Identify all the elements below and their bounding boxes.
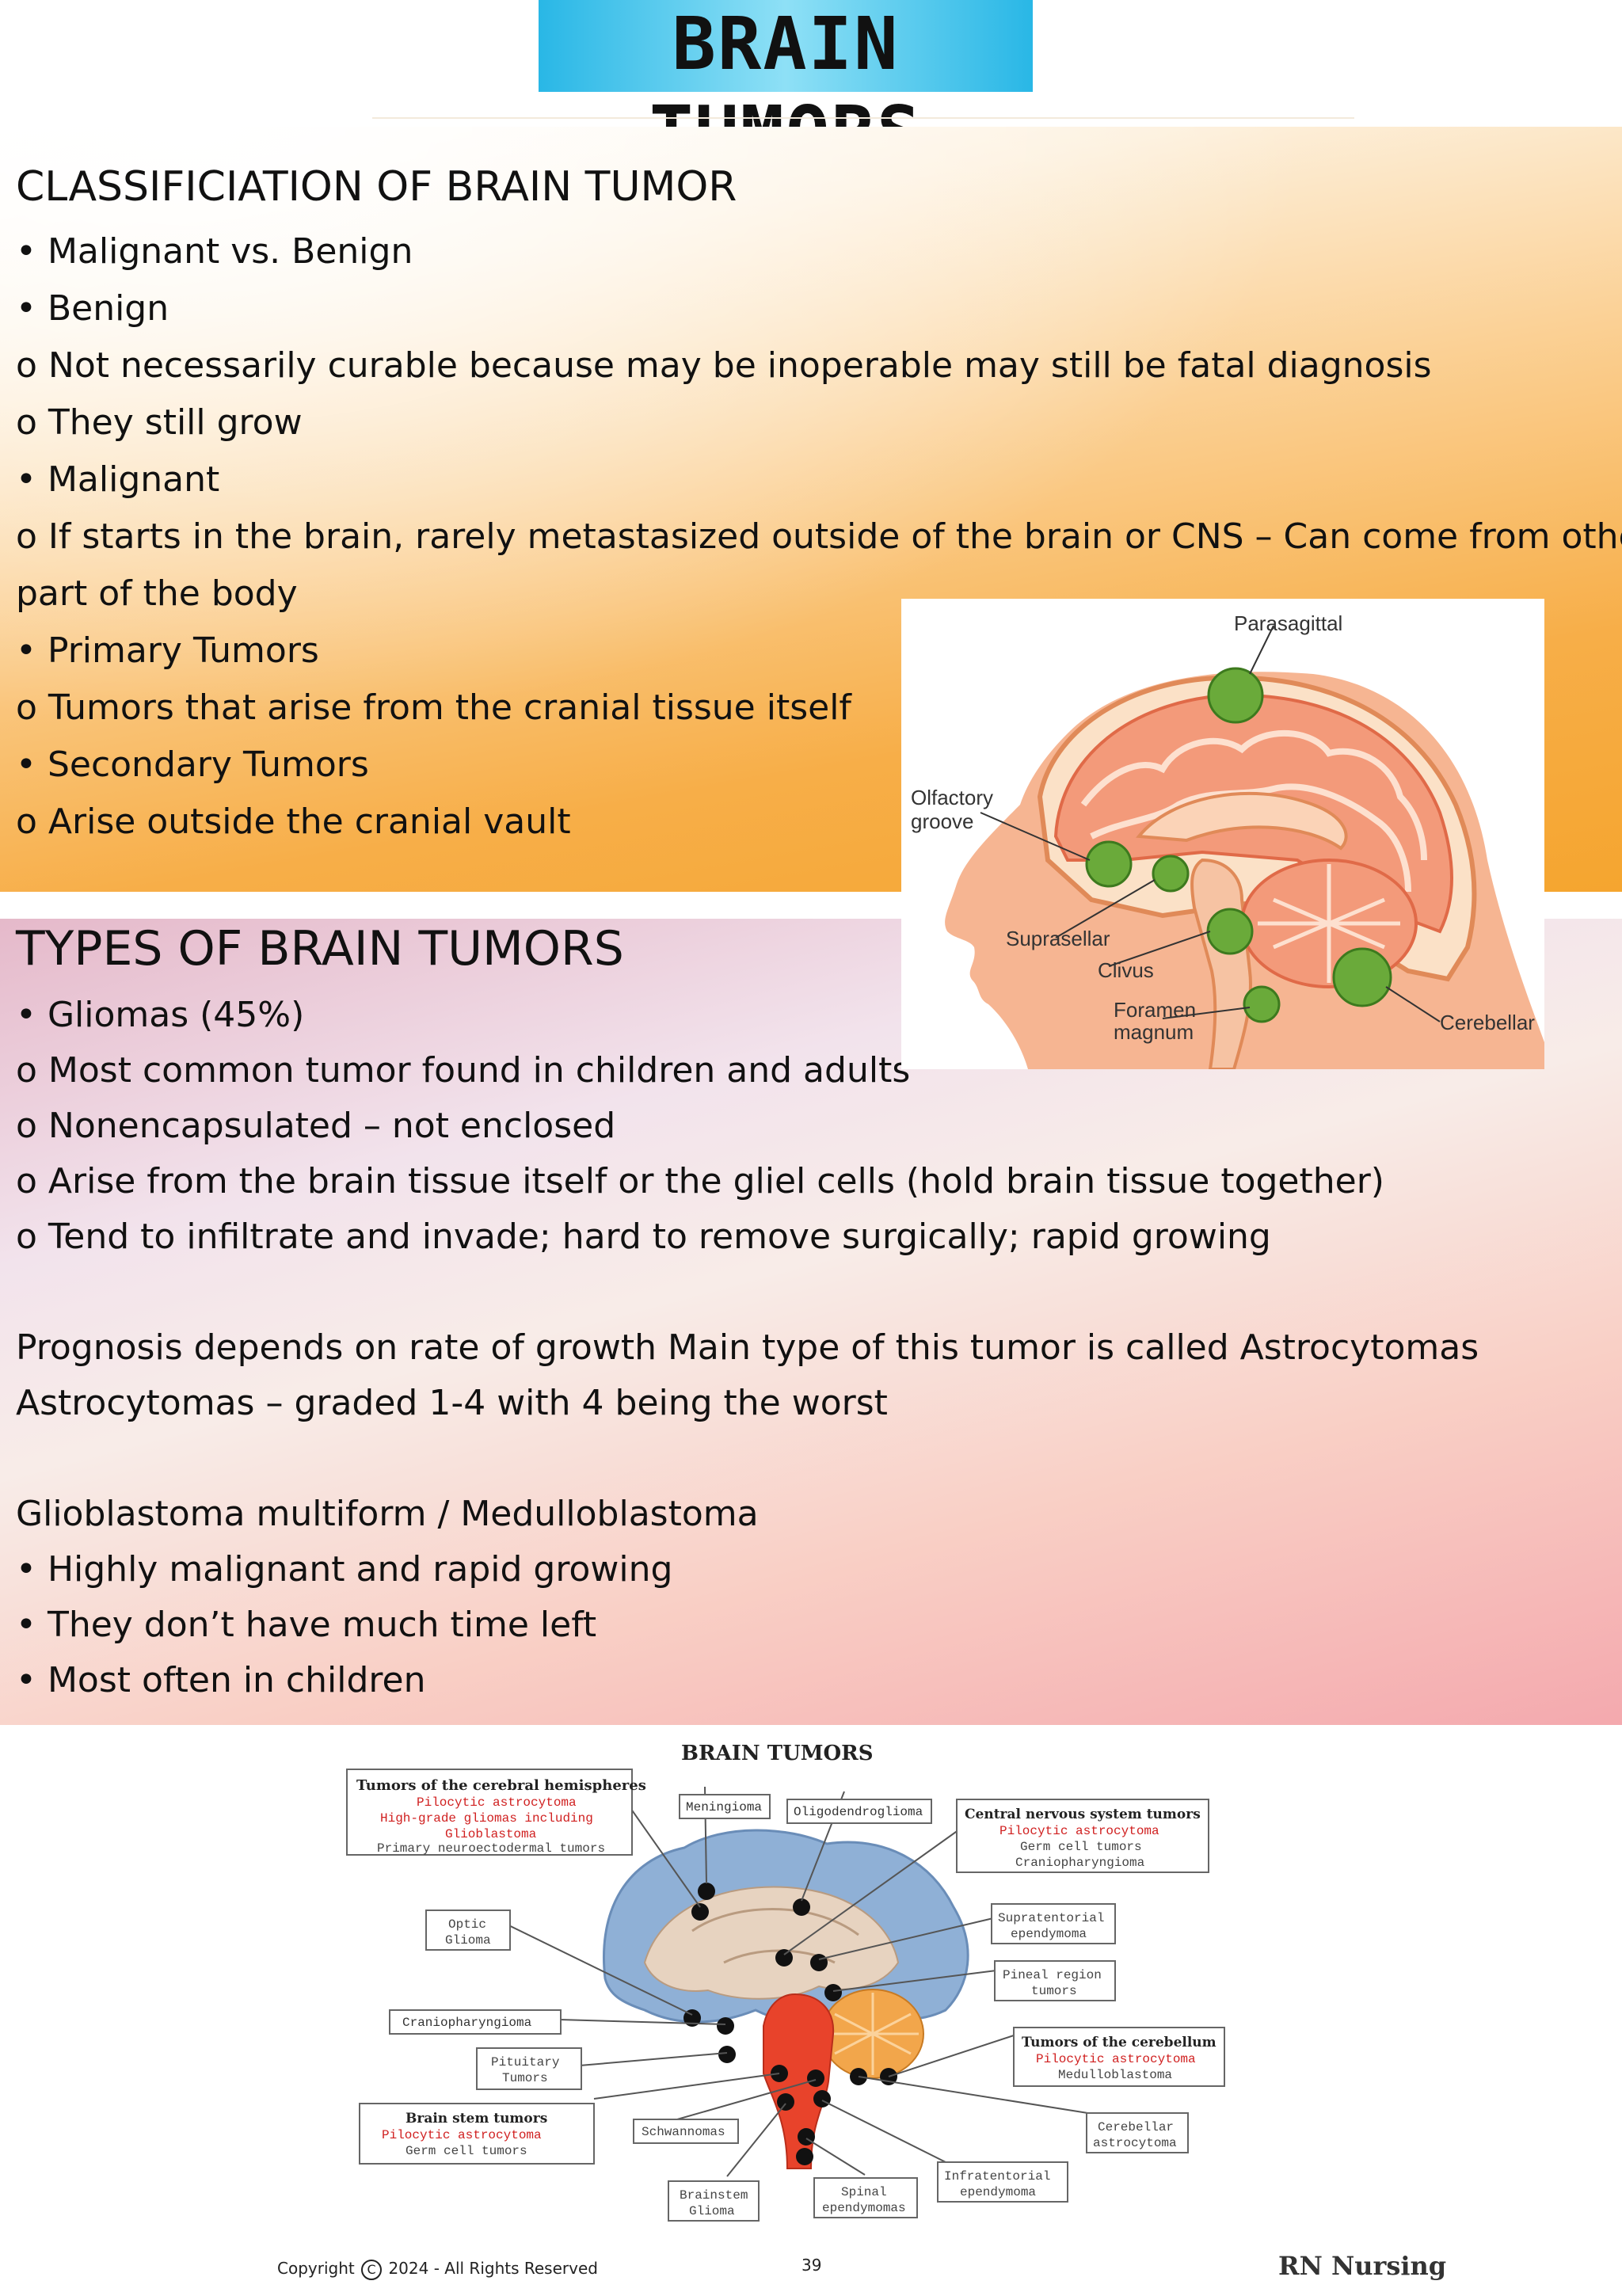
classification-line: o Arise outside the cranial vault (16, 802, 571, 842)
types-line: Glioblastoma multiform / Medulloblastoma (16, 1494, 759, 1534)
brain-tumors-diagram: BRAIN TUMORS (344, 1725, 1228, 2232)
copyright-prefix: Copyright (277, 2259, 355, 2278)
title-divider (372, 117, 1354, 119)
classification-line: • Primary Tumors (16, 630, 319, 671)
label-meningioma: Meningioma (686, 1800, 762, 1814)
pituitary-line1: Pituitary (491, 2055, 560, 2069)
label-olfactory-line1: Olfactory (911, 786, 993, 809)
types-line: • Highly malignant and rapid growing (16, 1549, 673, 1590)
spinal-line2: ependymomas (822, 2201, 906, 2215)
infratentorial-line1: Infratentorial (944, 2169, 1050, 2184)
cerebellar-astro-line1: Cerebellar (1098, 2120, 1174, 2134)
tumor-marker-cerebellar (1332, 947, 1392, 1007)
types-line: Prognosis depends on rate of growth Main… (16, 1327, 1479, 1368)
title-banner (539, 0, 1033, 92)
classification-line: o Tumors that arise from the cranial tis… (16, 687, 851, 728)
hemispheres-line1: Pilocytic astrocytoma (417, 1795, 577, 1810)
types-line: o Nonencapsulated – not enclosed (16, 1106, 616, 1146)
copyright-suffix: 2024 - All Rights Reserved (388, 2259, 598, 2278)
types-line: • Most often in children (16, 1660, 426, 1700)
brainstem-glioma-line2: Glioma (689, 2204, 735, 2218)
hemispheres-line3: Glioblastoma (445, 1827, 537, 1841)
optic-line1: Optic (448, 1917, 486, 1932)
cerebellar-astro-line2: astrocytoma (1093, 2136, 1177, 2150)
types-line: o Tend to infiltrate and invade; hard to… (16, 1217, 1271, 1257)
brainstem-line1: Pilocytic astrocytoma (382, 2128, 542, 2142)
label-foramen-line1: Foramen (1114, 998, 1196, 1022)
classification-line: part of the body (16, 573, 298, 614)
page-number: 39 (801, 2256, 822, 2275)
classification-line: • Malignant (16, 459, 220, 500)
tumor-marker-suprasellar (1152, 855, 1190, 893)
label-clivus: Clivus (1098, 958, 1154, 982)
types-line: • Gliomas (45%) (16, 995, 305, 1035)
optic-line2: Glioma (445, 1933, 491, 1948)
types-line: o Most common tumor found in children an… (16, 1050, 911, 1091)
label-craniopharyngioma: Craniopharyngioma (402, 2016, 532, 2030)
types-line: • They don’t have much time left (16, 1605, 597, 1645)
label-olfactory-line2: groove (911, 809, 974, 833)
brainstem-title: Brain stem tumors (406, 2111, 547, 2127)
supratentorial-line2: ependymoma (1011, 1927, 1087, 1941)
classification-line: • Malignant vs. Benign (16, 231, 413, 272)
label-schwannomas: Schwannomas (642, 2125, 725, 2139)
infratentorial-line2: ependymoma (960, 2185, 1036, 2199)
page-title: BRAIN TUMORS (649, 2, 920, 175)
types-heading: TYPES OF BRAIN TUMORS (16, 921, 624, 977)
pineal-line2: tumors (1031, 1984, 1077, 1998)
label-foramen-line2: magnum (1114, 1020, 1194, 1044)
cns-line2: Germ cell tumors (1020, 1840, 1142, 1854)
cerebellum-line1: Pilocytic astrocytoma (1036, 2052, 1196, 2066)
classification-line: o Not necessarily curable because may be… (16, 345, 1432, 386)
types-line: Astrocytomas – graded 1-4 with 4 being t… (16, 1383, 888, 1423)
diagram-title: BRAIN TUMORS (681, 1742, 874, 1765)
brand-name: RN Nursing (1278, 2251, 1447, 2281)
copyright-icon: C (361, 2259, 383, 2280)
brainstem-line2: Germ cell tumors (406, 2144, 527, 2158)
classification-line: • Secondary Tumors (16, 744, 369, 785)
sagittal-brain-figure: Parasagittal Olfactory groove Suprasella… (901, 599, 1544, 1071)
cns-line1: Pilocytic astrocytoma (999, 1824, 1159, 1838)
classification-heading: CLASSIFICIATION OF BRAIN TUMOR (16, 163, 737, 211)
tumor-marker-parasagittal (1207, 667, 1264, 724)
tumor-marker-clivus (1206, 908, 1254, 955)
cns-title: Central nervous system tumors (965, 1807, 1201, 1822)
pituitary-line2: Tumors (502, 2071, 548, 2085)
cerebellum-title: Tumors of the cerebellum (1022, 2035, 1216, 2050)
copyright-notice: Copyright C 2024 - All Rights Reserved (277, 2259, 598, 2280)
cerebellum-line2: Medulloblastoma (1058, 2068, 1172, 2082)
classification-line: o If starts in the brain, rarely metasta… (16, 516, 1622, 557)
hemispheres-line4: Primary neuroectodermal tumors (377, 1841, 605, 1856)
tumor-marker-olfactory (1085, 840, 1133, 888)
hemispheres-line2: High-grade gliomas including (380, 1811, 593, 1826)
cns-line3: Craniopharyngioma (1015, 1856, 1145, 1870)
classification-line: • Benign (16, 288, 169, 329)
brainstem-glioma-line1: Brainstem (680, 2188, 748, 2203)
spinal-line1: Spinal (841, 2185, 887, 2199)
label-oligodendroglioma: Oligodendroglioma (794, 1805, 923, 1819)
supratentorial-line1: Supratentorial (998, 1911, 1104, 1925)
label-cerebellar: Cerebellar (1440, 1011, 1535, 1034)
hemispheres-title: Tumors of the cerebral hemispheres (356, 1777, 646, 1794)
label-parasagittal: Parasagittal (1234, 611, 1342, 635)
pineal-line1: Pineal region (1003, 1968, 1102, 1982)
types-line: o Arise from the brain tissue itself or … (16, 1161, 1384, 1201)
classification-line: o They still grow (16, 402, 303, 443)
tumor-marker-foramen (1243, 985, 1281, 1023)
label-suprasellar: Suprasellar (1006, 927, 1110, 950)
